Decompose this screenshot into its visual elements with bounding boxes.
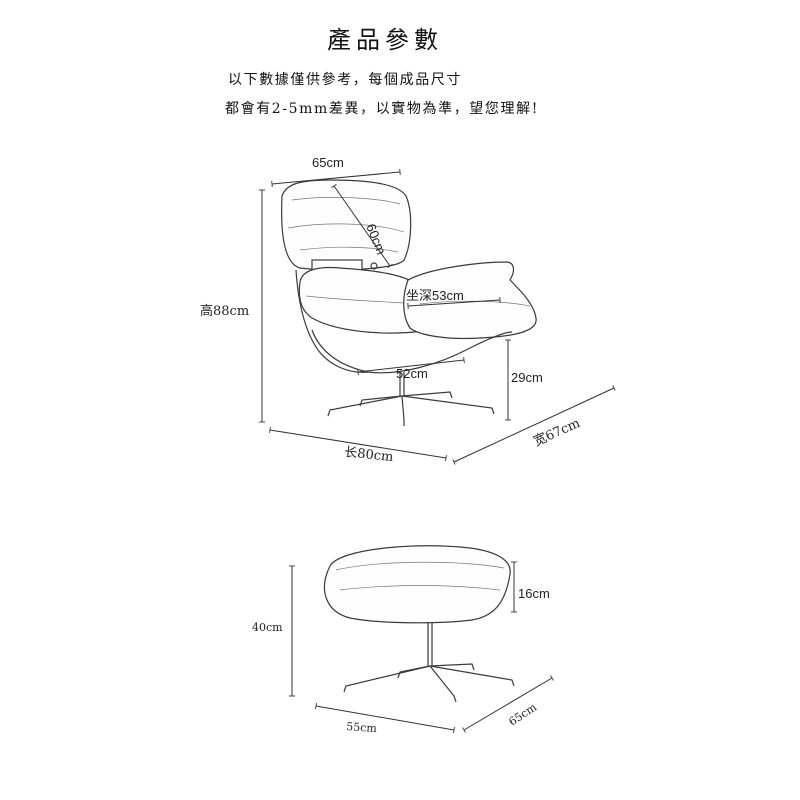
ottoman-base-leg-2 — [397, 665, 431, 679]
ottoman-width-label: 65cm — [506, 700, 539, 728]
chair-seat-height-label: 29cm — [511, 370, 543, 385]
chair-length-label: 长80cm — [344, 445, 394, 465]
chair-height-label: 高88cm — [200, 303, 249, 319]
chair-backrest — [281, 179, 412, 271]
ottoman-base-leg-1 — [343, 665, 431, 693]
chair-seat-width-label: 52cm — [396, 366, 428, 381]
chair-back-shell — [295, 269, 369, 373]
ottoman-length-label: 55cm — [346, 720, 378, 735]
chair-base-leg-1 — [327, 395, 403, 417]
lounge-chair-drawing — [281, 179, 537, 426]
ottoman-base-leg-4 — [429, 663, 475, 671]
ottoman-base-leg-5 — [429, 665, 515, 687]
page-title: 產品參數 — [327, 26, 443, 54]
chair-width-label: 宽67cm — [531, 415, 582, 450]
ottoman-cushion-height-label: 16cm — [518, 586, 550, 601]
chair-base-leg-2 — [359, 395, 403, 407]
ottoman-drawing — [323, 545, 515, 703]
chair-base-leg-3 — [401, 395, 405, 426]
ottoman-base-leg-3 — [429, 665, 457, 703]
chair-base-leg-4 — [401, 391, 453, 399]
ottoman-cushion — [323, 545, 511, 624]
disclaimer-line-1: 以下數據僅供參考，每個成品尺寸 — [228, 72, 462, 88]
disclaimer-line-2: 都會有2-5mm差異，以實物為準，望您理解! — [225, 101, 539, 117]
chair-seat-depth-label: 坐深53cm — [406, 288, 464, 303]
chair-base-leg-5 — [401, 395, 495, 415]
chair-top-width-label: 65cm — [312, 155, 344, 170]
ottoman-height-label: 40cm — [252, 621, 283, 634]
